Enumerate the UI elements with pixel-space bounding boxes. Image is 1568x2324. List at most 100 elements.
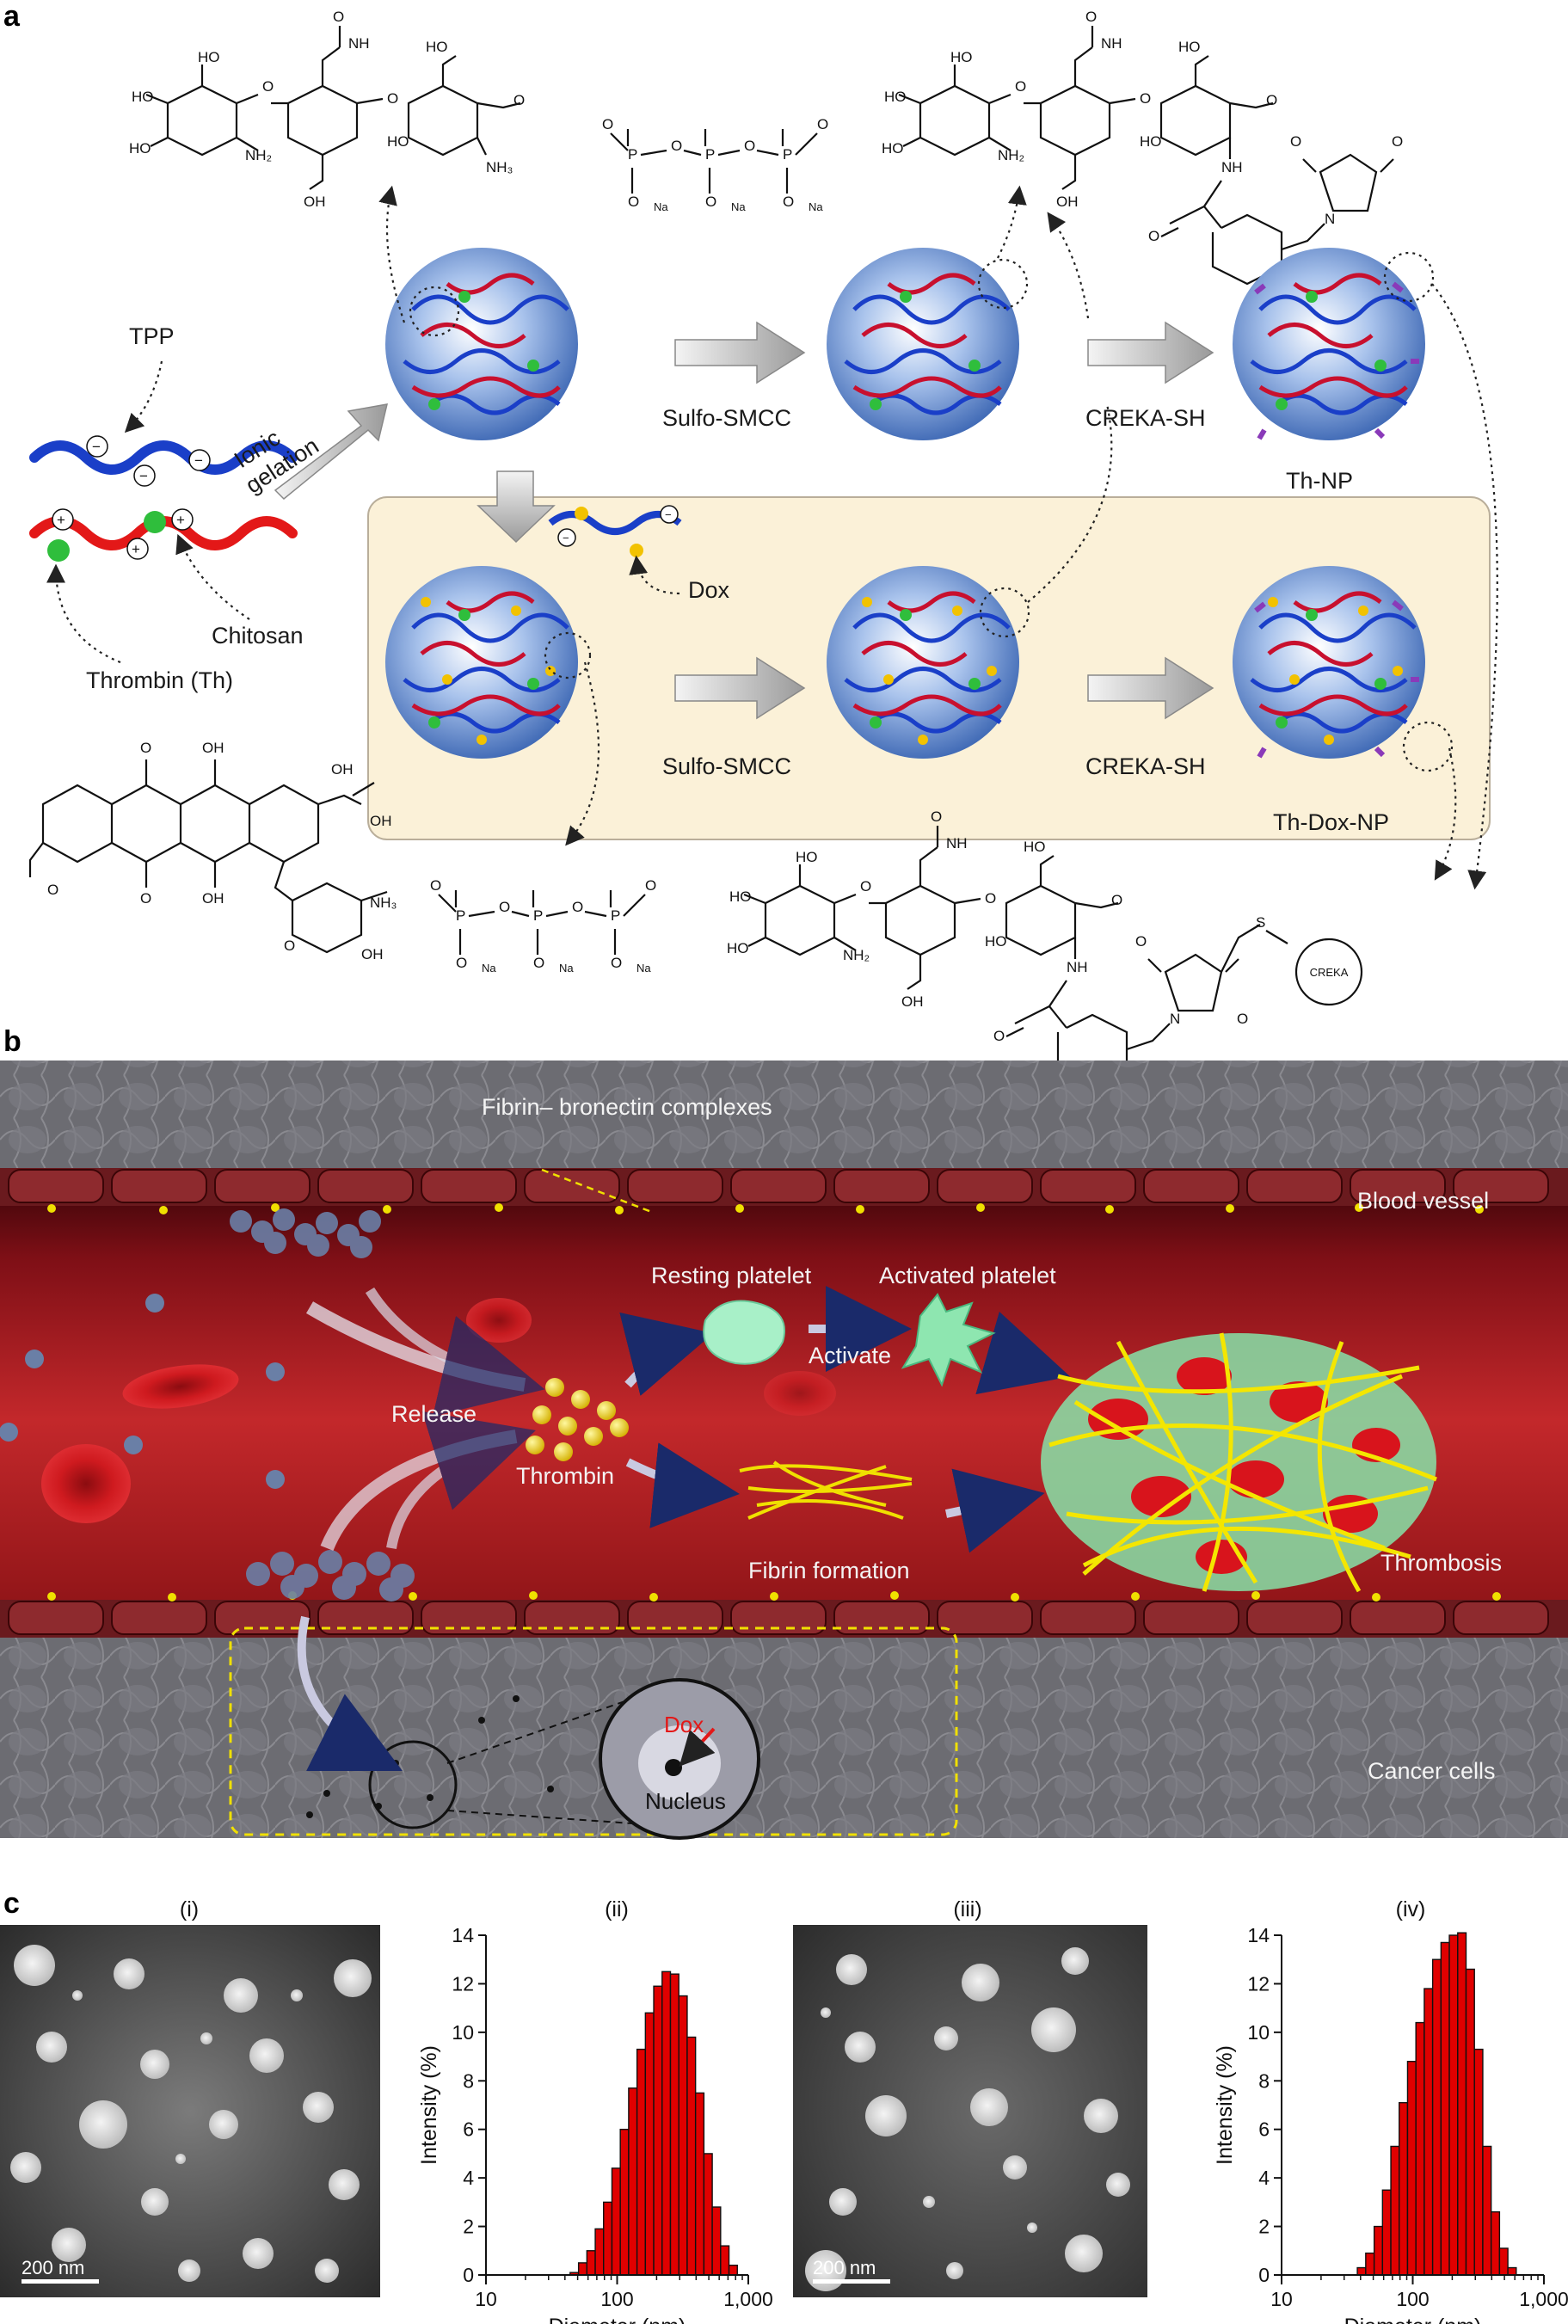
y-tick-label: 4 bbox=[463, 2167, 474, 2189]
histogram-bar bbox=[1399, 2101, 1409, 2276]
histogram-bar bbox=[728, 2265, 738, 2276]
svg-text:O: O bbox=[817, 116, 828, 132]
sulfo-smcc-top-label: Sulfo-SMCC bbox=[662, 405, 791, 431]
fibrin-label-leader bbox=[541, 1168, 655, 1214]
svg-text:S: S bbox=[1256, 914, 1265, 931]
svg-text:N: N bbox=[1170, 1011, 1180, 1027]
histogram-bar bbox=[1457, 1932, 1467, 2276]
svg-text:Na: Na bbox=[654, 200, 668, 213]
y-tick-label: 0 bbox=[463, 2264, 474, 2286]
svg-text:O: O bbox=[671, 138, 682, 154]
svg-text:O: O bbox=[1085, 9, 1097, 25]
svg-text:O: O bbox=[1237, 1011, 1248, 1027]
svg-text:O: O bbox=[140, 740, 151, 756]
activate-label: Activate bbox=[809, 1343, 891, 1368]
svg-text:NH: NH bbox=[348, 35, 370, 52]
histogram-bar bbox=[1490, 2210, 1501, 2276]
svg-text:HO: HO bbox=[387, 133, 409, 150]
panel-c: c (i) (ii) (iii) (iv) 200 nm bbox=[0, 1887, 1568, 2324]
svg-text:O: O bbox=[993, 1028, 1005, 1044]
svg-text:OH: OH bbox=[331, 761, 354, 778]
creka-circle-label: CREKA bbox=[1310, 966, 1349, 979]
svg-text:O: O bbox=[645, 877, 656, 894]
y-tick-label: 10 bbox=[1247, 2021, 1270, 2044]
sulfo-smcc-bottom-label: Sulfo-SMCC bbox=[662, 753, 791, 779]
tpp-structure-top: O P O P O P O O O O Na Na Na bbox=[602, 116, 828, 213]
np-free bbox=[0, 1294, 285, 1489]
histogram-bar bbox=[661, 1970, 672, 2276]
nanoparticle-dox bbox=[385, 566, 592, 759]
thrombosis-label: Thrombosis bbox=[1380, 1550, 1502, 1576]
nanoparticle-base bbox=[385, 248, 578, 440]
svg-text:P: P bbox=[533, 907, 543, 924]
y-tick-label: 14 bbox=[1247, 1924, 1270, 1946]
svg-text:OH: OH bbox=[901, 993, 924, 1010]
y-tick-label: 4 bbox=[1258, 2167, 1270, 2189]
x-tick-label: 100 bbox=[600, 2288, 633, 2310]
svg-text:O: O bbox=[513, 92, 525, 108]
svg-text:Na: Na bbox=[636, 962, 651, 974]
histogram-bar bbox=[603, 2201, 613, 2276]
svg-text:O: O bbox=[572, 899, 583, 915]
histogram-bar bbox=[711, 2206, 722, 2276]
fibrin-to-clot-arrow bbox=[944, 1468, 1045, 1553]
maleimide-chitosan-structure: HO HO NH₂ HO O NH O OH O HO HO NH O O N … bbox=[882, 9, 1403, 286]
svg-text:O: O bbox=[705, 194, 716, 210]
thrombin-label: Thrombin (Th) bbox=[86, 667, 233, 693]
dox-label: Dox bbox=[688, 577, 730, 603]
svg-text:O: O bbox=[783, 194, 794, 210]
nucleus-zoom bbox=[599, 1678, 760, 1840]
svg-text:O: O bbox=[611, 955, 622, 971]
red-blood-cell bbox=[41, 1444, 131, 1523]
scale-bar-label-iii: 200 nm bbox=[813, 2257, 876, 2278]
creka-sh-bottom-label: CREKA-SH bbox=[1085, 753, 1206, 779]
activated-platelet bbox=[901, 1293, 996, 1387]
arrow-creka-sh-top bbox=[1087, 321, 1214, 384]
svg-text:−: − bbox=[92, 439, 101, 455]
dox-strand: − − bbox=[548, 505, 682, 557]
histogram-bar bbox=[619, 2129, 630, 2276]
histogram-bar bbox=[1507, 2266, 1517, 2276]
y-tick-label: 8 bbox=[463, 2069, 474, 2092]
histogram-bar bbox=[1431, 1958, 1442, 2276]
y-tick-label: 6 bbox=[1258, 2118, 1270, 2141]
red-blood-cell bbox=[764, 1371, 836, 1416]
svg-text:O: O bbox=[140, 890, 151, 907]
histogram-bar bbox=[628, 2087, 638, 2276]
svg-text:−: − bbox=[194, 452, 203, 469]
dox-dots bbox=[306, 1695, 554, 1818]
endothelium-top bbox=[0, 1168, 1568, 1206]
svg-text:O: O bbox=[860, 878, 871, 895]
svg-text:−: − bbox=[665, 508, 672, 521]
histogram-bar bbox=[720, 2245, 730, 2276]
histogram-bar bbox=[1448, 1934, 1459, 2276]
svg-text:O: O bbox=[499, 899, 510, 915]
svg-text:Na: Na bbox=[809, 200, 823, 213]
doxorubicin-structure: O O OH OH OH OH O NH₃ OH O bbox=[28, 740, 397, 962]
svg-text:O: O bbox=[262, 78, 274, 95]
tpp-label: TPP bbox=[129, 323, 175, 349]
x-tick-label: 100 bbox=[1396, 2288, 1429, 2310]
nanoparticle-smcc bbox=[827, 248, 1029, 440]
resting-platelet bbox=[703, 1300, 785, 1365]
histogram-bar bbox=[636, 2048, 647, 2276]
histogram-bar bbox=[1373, 2225, 1384, 2276]
svg-text:+: + bbox=[176, 512, 185, 528]
y-tick-label: 8 bbox=[1258, 2069, 1270, 2092]
polymer-strands: − − − + + + bbox=[29, 435, 298, 562]
histogram-bar bbox=[669, 1973, 679, 2276]
histogram-bar bbox=[1406, 2061, 1417, 2276]
chitosan-label: Chitosan bbox=[212, 623, 304, 649]
y-axis-title: Intensity (%) bbox=[1213, 2045, 1237, 2165]
svg-text:OH: OH bbox=[304, 194, 326, 210]
svg-text:P: P bbox=[705, 146, 715, 163]
creka-chitosan-structure: HO HO NH₂ HO O NH O OH O HO HO NH O O N … bbox=[727, 808, 1363, 1085]
histogram-bar bbox=[1390, 2145, 1400, 2276]
svg-text:N: N bbox=[1325, 211, 1335, 227]
histogram-bar bbox=[1440, 1941, 1450, 2276]
arrow-sulfo-smcc-top bbox=[674, 321, 806, 384]
svg-text:NH: NH bbox=[1221, 159, 1243, 175]
endothelium-bottom bbox=[0, 1600, 1568, 1638]
thrombin-to-fibrin-arrow bbox=[625, 1442, 740, 1528]
